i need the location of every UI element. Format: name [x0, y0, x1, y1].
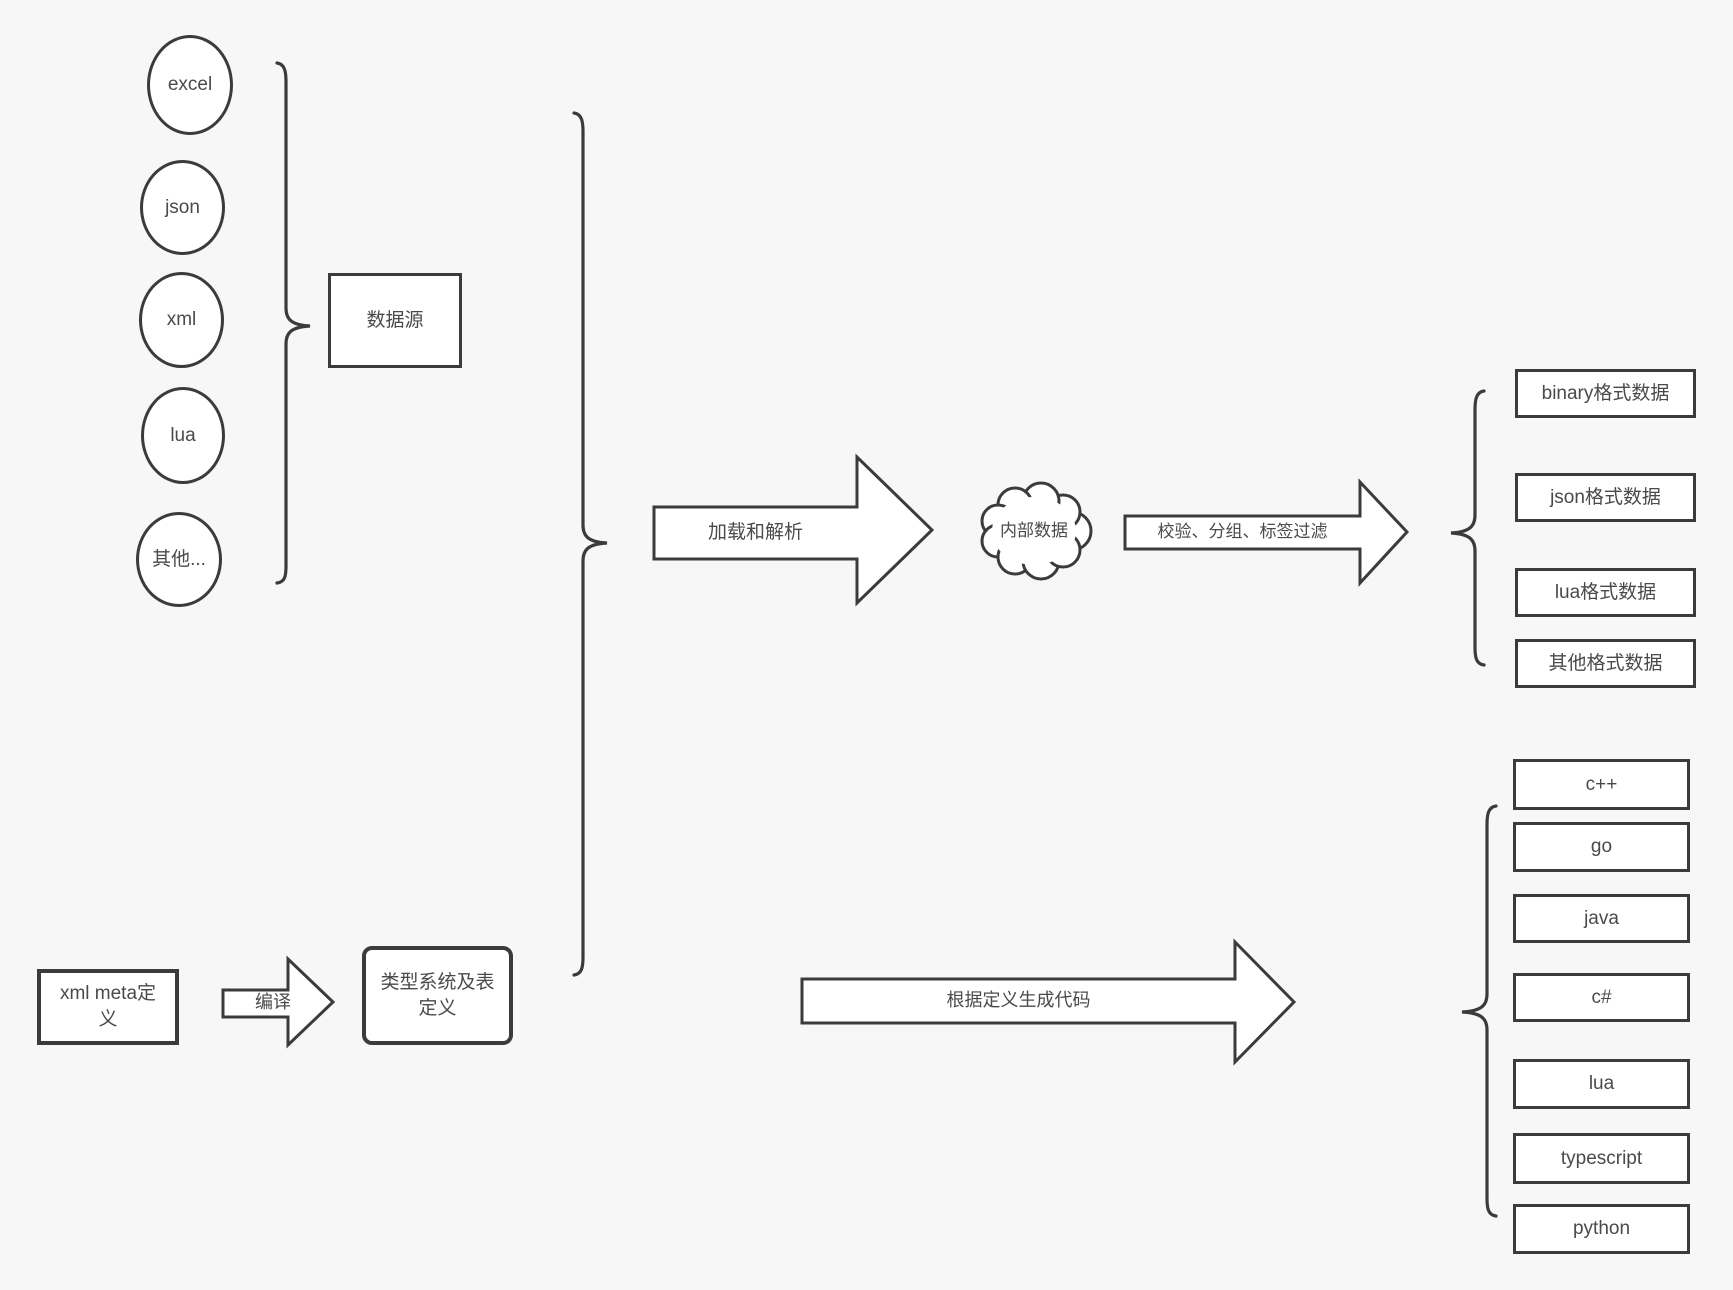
- compile-arrow-label: 编译: [255, 992, 291, 1013]
- source-node-lua-label: lua: [170, 424, 196, 446]
- source-node-json-label: json: [165, 196, 200, 218]
- format-box-json: json格式数据: [1515, 473, 1696, 522]
- data-source-box: 数据源: [328, 273, 462, 368]
- source-node-excel: excel: [147, 35, 233, 135]
- language-box-csharp-label: c#: [1591, 986, 1612, 1008]
- source-node-json: json: [140, 160, 225, 255]
- language-box-python-label: python: [1572, 1218, 1631, 1240]
- format-box-binary: binary格式数据: [1515, 369, 1696, 418]
- type-system-box: 类型系统及表定义: [362, 946, 513, 1045]
- internal-data-cloud: [980, 481, 1093, 581]
- language-box-java-label: java: [1584, 907, 1619, 929]
- language-box-cpp: c++: [1513, 759, 1690, 810]
- load-parse-arrow: [652, 453, 935, 607]
- language-box-go-label: go: [1590, 836, 1613, 858]
- codegen-arrow: [800, 938, 1297, 1066]
- language-box-go: go: [1513, 822, 1690, 872]
- languages-brace: [1461, 804, 1498, 1218]
- xml-meta-box: xml meta定义: [37, 969, 179, 1045]
- language-box-lua-label: lua: [1588, 1073, 1615, 1095]
- xml-meta-label: xml meta定义: [59, 983, 157, 1030]
- format-box-binary-label: binary格式数据: [1541, 382, 1670, 404]
- format-box-other: 其他格式数据: [1515, 639, 1696, 688]
- language-box-csharp: c#: [1513, 973, 1690, 1022]
- type-system-label: 类型系统及表定义: [380, 971, 495, 1019]
- load-parse-arrow-label: 加载和解析: [707, 521, 803, 543]
- filter-arrow-label: 校验、分组、标签过滤: [1157, 522, 1328, 542]
- language-box-typescript-label: typescript: [1560, 1147, 1643, 1169]
- language-box-cpp-label: c++: [1585, 773, 1618, 795]
- inputs-group-brace: [572, 111, 608, 977]
- internal-data-label: 内部数据: [1000, 521, 1068, 541]
- source-node-xml-label: xml: [166, 309, 197, 331]
- language-box-python: python: [1513, 1204, 1690, 1254]
- compile-arrow: [221, 955, 336, 1049]
- language-box-lua: lua: [1513, 1059, 1690, 1109]
- source-node-other: 其他...: [136, 512, 222, 607]
- data-source-label: 数据源: [366, 309, 424, 331]
- format-box-other-label: 其他格式数据: [1548, 652, 1663, 674]
- format-box-lua-label: lua格式数据: [1554, 581, 1657, 603]
- formats-brace: [1450, 389, 1486, 667]
- source-node-excel-label: excel: [167, 74, 213, 96]
- language-box-typescript: typescript: [1513, 1133, 1690, 1184]
- source-node-xml: xml: [139, 272, 224, 368]
- language-box-java: java: [1513, 894, 1690, 943]
- format-box-lua: lua格式数据: [1515, 568, 1696, 617]
- codegen-arrow-label: 根据定义生成代码: [946, 990, 1091, 1011]
- source-node-lua: lua: [141, 387, 225, 484]
- sources-brace: [275, 61, 311, 585]
- filter-arrow: [1123, 478, 1410, 587]
- source-node-other-label: 其他...: [152, 548, 206, 570]
- format-box-json-label: json格式数据: [1550, 486, 1661, 508]
